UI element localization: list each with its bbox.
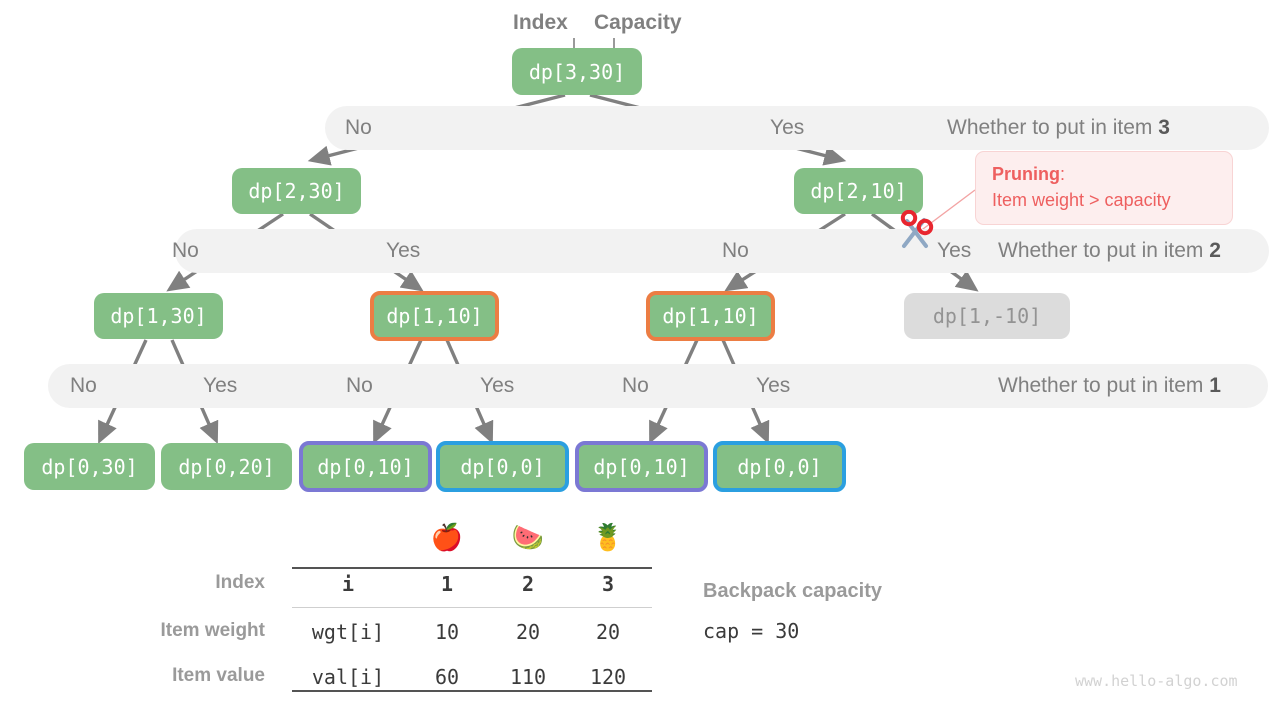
capacity-annotation-label: Capacity	[594, 11, 682, 34]
table-key-wgt: wgt[i]	[311, 620, 385, 644]
pruning-colon: :	[1060, 164, 1066, 184]
tree-node-dp-1-10-right[interactable]: dp[1,10]	[646, 291, 775, 341]
table-row-label-index: Index	[215, 572, 265, 593]
pruning-reason: Item weight > capacity	[992, 190, 1171, 211]
table-index-1: 1	[440, 572, 454, 596]
choice-no-l2-a: No	[172, 239, 199, 262]
choice-no-l3-c: No	[622, 374, 649, 397]
scissors-icon	[900, 210, 934, 248]
table-value-3: 120	[589, 665, 627, 689]
tree-leaf-dp-0-0-left[interactable]: dp[0,0]	[436, 441, 569, 492]
tree-node-dp-2-30[interactable]: dp[2,30]	[232, 168, 361, 214]
question-item1-num: 1	[1209, 374, 1221, 397]
pruning-title: Pruning	[992, 164, 1060, 184]
apple-icon: 🍎	[430, 522, 464, 552]
table-row-label-value: Item value	[172, 665, 265, 686]
question-item3: Whether to put in item 3	[947, 106, 1170, 150]
table-value-1: 60	[434, 665, 460, 689]
backpack-capacity-value: cap = 30	[703, 619, 800, 643]
choice-yes-l3-c: Yes	[756, 374, 791, 397]
question-item1-text: Whether to put in item	[998, 374, 1210, 397]
choice-no-l1-a: No	[345, 116, 372, 139]
question-item1: Whether to put in item 1	[998, 364, 1221, 408]
table-key-i: i	[341, 572, 355, 596]
tree-node-dp-1-neg10[interactable]: dp[1,-10]	[904, 293, 1070, 339]
choice-yes-l2-a: Yes	[386, 239, 421, 262]
tree-leaf-dp-0-20[interactable]: dp[0,20]	[161, 443, 292, 490]
pineapple-icon: 🍍	[591, 522, 625, 552]
table-row-label-weight: Item weight	[160, 620, 265, 641]
choice-yes-l3-b: Yes	[480, 374, 515, 397]
question-item3-text: Whether to put in item	[947, 116, 1159, 139]
level-band-item1	[48, 364, 1268, 408]
table-key-val: val[i]	[311, 665, 385, 689]
choice-no-l3-a: No	[70, 374, 97, 397]
choice-no-l2-b: No	[722, 239, 749, 262]
tree-leaf-dp-0-10-right[interactable]: dp[0,10]	[575, 441, 708, 492]
choice-no-l3-b: No	[346, 374, 373, 397]
question-item2-text: Whether to put in item	[998, 239, 1210, 262]
table-weight-2: 20	[515, 620, 541, 644]
choice-yes-l1-a: Yes	[770, 116, 805, 139]
pruning-callout: Pruning: Item weight > capacity	[975, 151, 1233, 225]
question-item3-num: 3	[1158, 116, 1170, 139]
table-weight-1: 10	[434, 620, 460, 644]
tree-node-dp-2-10[interactable]: dp[2,10]	[794, 168, 923, 214]
watermelon-icon: 🍉	[511, 522, 545, 552]
index-annotation-label: Index	[513, 11, 568, 34]
tree-leaf-dp-0-30[interactable]: dp[0,30]	[24, 443, 155, 490]
question-item2-num: 2	[1209, 239, 1221, 262]
tree-leaf-dp-0-0-right[interactable]: dp[0,0]	[713, 441, 846, 492]
level-band-item3	[325, 106, 1269, 150]
index-tick	[573, 38, 575, 55]
level-band-item2	[175, 229, 1269, 273]
tree-node-dp-1-10-left[interactable]: dp[1,10]	[370, 291, 499, 341]
tree-node-dp-1-30[interactable]: dp[1,30]	[94, 293, 223, 339]
table-value-2: 110	[509, 665, 547, 689]
table-bottom-rule	[292, 690, 652, 692]
table-top-rule	[292, 567, 652, 569]
pruning-title-line: Pruning:	[992, 161, 1218, 187]
question-item2: Whether to put in item 2	[998, 229, 1221, 273]
tree-node-dp-3-30[interactable]: dp[3,30]	[512, 48, 642, 95]
watermark: www.hello-algo.com	[1075, 672, 1238, 690]
choice-yes-l3-a: Yes	[203, 374, 238, 397]
table-index-2: 2	[521, 572, 535, 596]
tree-leaf-dp-0-10-left[interactable]: dp[0,10]	[299, 441, 432, 492]
table-index-3: 3	[601, 572, 615, 596]
table-mid-rule	[292, 607, 652, 608]
capacity-tick	[613, 38, 615, 55]
table-weight-3: 20	[595, 620, 621, 644]
backpack-capacity-title: Backpack capacity	[703, 580, 883, 602]
choice-yes-l2-b: Yes	[937, 239, 972, 262]
